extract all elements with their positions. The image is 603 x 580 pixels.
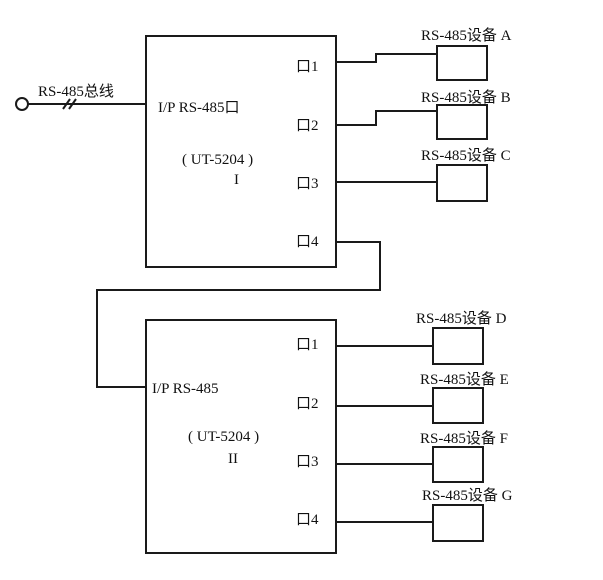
device-c-box xyxy=(436,164,488,202)
hub-2-port-1: 口1 xyxy=(296,337,319,353)
bus-slash-1 xyxy=(62,98,71,110)
hub-2-numeral: II xyxy=(228,451,238,467)
hub-1-line-a xyxy=(336,53,437,63)
hub-1-port-3: 口3 xyxy=(296,176,319,192)
device-d-label: RS-485设备 D xyxy=(416,310,507,327)
device-a-box xyxy=(436,45,488,81)
device-f-label: RS-485设备 F xyxy=(420,430,508,447)
device-e-box xyxy=(432,387,484,424)
hub-1-box xyxy=(145,35,337,268)
device-b-label: RS-485设备 B xyxy=(421,89,511,106)
device-a-label: RS-485设备 A xyxy=(421,27,512,44)
device-c-label: RS-485设备 C xyxy=(421,147,511,164)
hub-2-input-label: I/P RS-485 xyxy=(152,381,219,397)
device-e-label: RS-485设备 E xyxy=(420,371,509,388)
bus-slash-2 xyxy=(68,98,77,110)
device-f-box xyxy=(432,446,484,483)
device-b-box xyxy=(436,104,488,140)
hub-2-box xyxy=(145,319,337,554)
hub-1-port-2: 口2 xyxy=(296,118,319,134)
device-g-box xyxy=(432,504,484,542)
bus-label: RS-485总线 xyxy=(38,83,114,100)
hub-1-input-label: I/P RS-485口 xyxy=(158,100,240,116)
hub-2-port-3: 口3 xyxy=(296,454,319,470)
hub-1-numeral: I xyxy=(234,172,239,188)
hub-1-port-4: 口4 xyxy=(296,234,319,250)
hub-2-port-4: 口4 xyxy=(296,512,319,528)
bus-terminal xyxy=(15,97,29,111)
hub-1-port-1: 口1 xyxy=(296,59,319,75)
cascade-link xyxy=(96,241,381,388)
device-g-label: RS-485设备 G xyxy=(422,487,513,504)
hub-1-model: ( UT-5204 ) xyxy=(182,152,253,168)
device-d-box xyxy=(432,327,484,365)
hub-2-port-2: 口2 xyxy=(296,396,319,412)
hub-1-line-b xyxy=(336,110,437,126)
hub-2-model: ( UT-5204 ) xyxy=(188,429,259,445)
